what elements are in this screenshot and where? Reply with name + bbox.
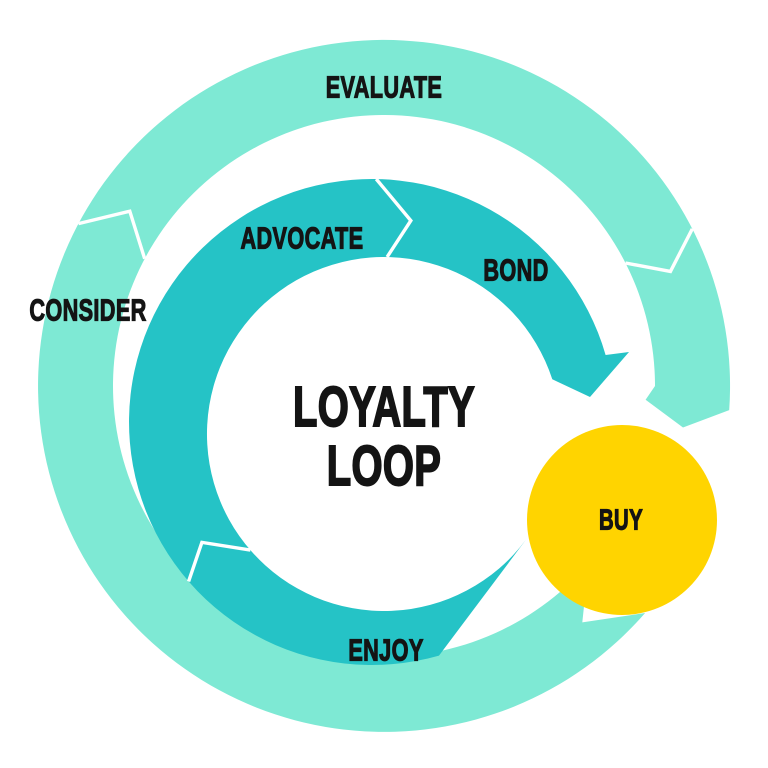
buy-circle xyxy=(527,425,717,615)
diagram-title: LOYALTY LOOP xyxy=(292,375,476,498)
inner-ring-band xyxy=(129,179,629,666)
outer-ring-chevron-right-icon xyxy=(625,228,694,274)
inner-ring-chevron-top-icon xyxy=(374,177,413,258)
inner-ring-chevron-bottom-icon xyxy=(186,540,251,582)
label-bond: BOND xyxy=(483,252,549,288)
outer-ring-chevron-left-icon xyxy=(78,209,147,260)
diagram-title-line2: LOOP xyxy=(326,434,442,498)
label-buy: BUY xyxy=(599,504,643,537)
label-evaluate: EVALUATE xyxy=(325,69,443,105)
label-advocate: ADVOCATE xyxy=(240,220,364,256)
diagram-title-line1: LOYALTY xyxy=(292,375,476,439)
label-enjoy: ENJOY xyxy=(348,632,424,668)
label-consider: CONSIDER xyxy=(29,292,147,328)
